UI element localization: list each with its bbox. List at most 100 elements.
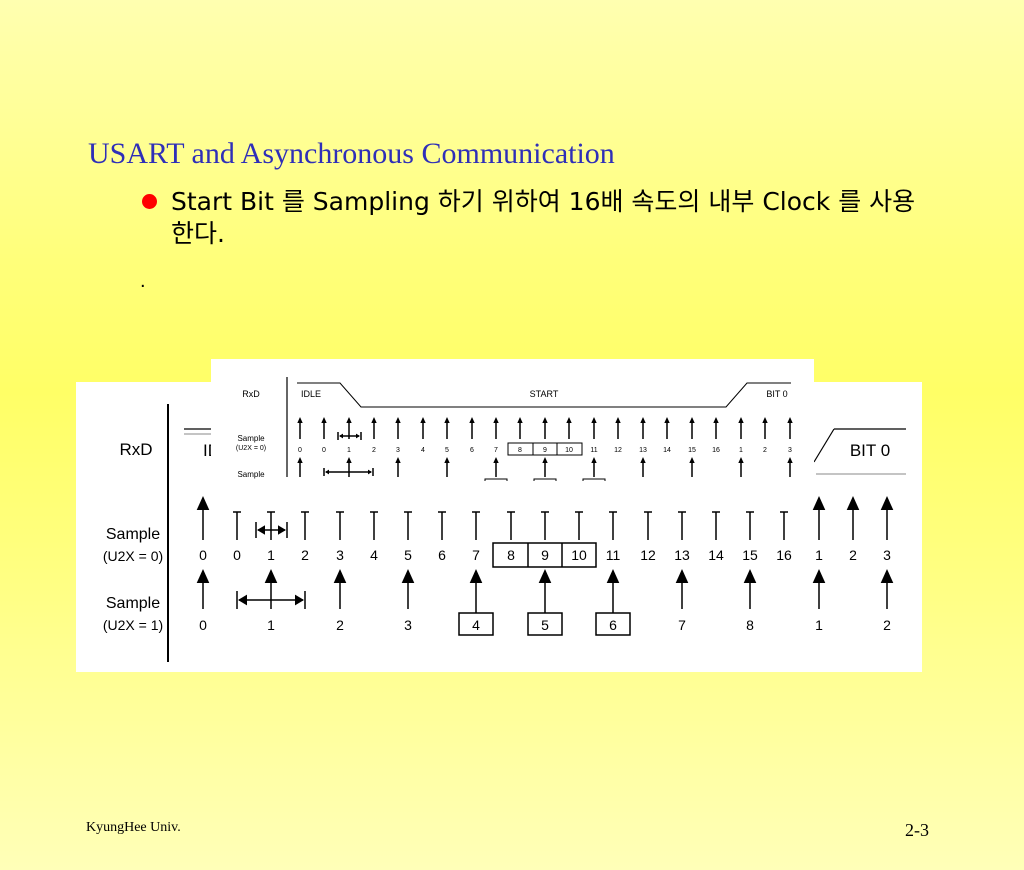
small-u2x1-box-5 — [533, 478, 557, 481]
u2x1-num-10: 2 — [883, 617, 891, 633]
small-u2x0-num-6: 5 — [445, 447, 449, 454]
small-u2x1-arrow-5-head — [542, 457, 548, 463]
u2x0-num-17: 16 — [776, 547, 792, 563]
small-u2x0-arrow-4-head — [395, 417, 401, 423]
small-u2x0-num-11: 10 — [565, 447, 573, 454]
u2x0-num-15: 14 — [708, 547, 724, 563]
small-u2x1-arrow-0-head — [297, 457, 303, 463]
slide-title: USART and Asynchronous Communication — [88, 137, 615, 170]
u2x0-num-13: 12 — [640, 547, 656, 563]
u2x1-interval-left-head — [238, 594, 247, 606]
u2x1-box-5 — [527, 612, 563, 636]
small-sample-u2x0-label: Sample — [237, 434, 265, 443]
u2x0-box-group — [492, 542, 597, 568]
small-u2x0-box-group — [507, 442, 583, 456]
small-u2x0-arrow-18-head — [738, 417, 744, 423]
small-idle-label: IDLE — [301, 389, 321, 399]
small-u2x0-arrow-16-head — [689, 417, 695, 423]
small-u2x1-box-6 — [582, 478, 606, 481]
rising-edge — [813, 428, 835, 463]
u2x1-num-2: 2 — [336, 617, 344, 633]
small-u2x0-arrow-17-head — [713, 417, 719, 423]
u2x0-num-19: 2 — [849, 547, 857, 563]
u2x0-num-10: 9 — [541, 547, 549, 563]
u2x1-num-6: 6 — [609, 617, 617, 633]
u2x0-num-20: 3 — [883, 547, 891, 563]
u2x1-interval-right-head — [295, 594, 304, 606]
bullet-dot-icon — [142, 194, 157, 209]
small-u2x0-arrow-14-head — [640, 417, 646, 423]
small-u2x1-arrow-9-head — [738, 457, 744, 463]
small-u2x0-arrow-12-head — [591, 417, 597, 423]
u2x1-arrow-0-head — [196, 569, 210, 583]
small-u2x1-interval-right-head — [368, 469, 372, 475]
small-u2x1-arrow-3-head — [444, 457, 450, 463]
u2x1-arrow-1-head — [264, 569, 278, 583]
small-u2x0-num-15: 14 — [663, 447, 671, 454]
small-u2x0-arrow-1-head — [321, 417, 327, 423]
u2x0-num-0: 0 — [199, 547, 207, 563]
u2x1-arrow-3-head — [401, 569, 415, 583]
u2x0-num-11: 10 — [571, 547, 587, 563]
small-u2x0-arrow-11-head — [566, 417, 572, 423]
small-sample-u2x0-sub: (U2X = 0) — [236, 445, 266, 452]
small-u2x0-arrow-8-head — [493, 417, 499, 423]
small-start-label: START — [530, 389, 559, 399]
u2x1-arrow-2-head — [333, 569, 347, 583]
u2x1-arrow-8-head — [743, 569, 757, 583]
u2x0-num-5: 4 — [370, 547, 378, 563]
small-u2x0-num-8: 7 — [494, 447, 498, 454]
u2x0-arrow-0-head — [196, 496, 210, 510]
small-waveform — [297, 382, 791, 408]
small-u2x0-num-5: 4 — [421, 447, 425, 454]
u2x0-num-1: 0 — [233, 547, 241, 563]
bit0-label: BIT 0 — [850, 441, 890, 460]
small-sample-u2x1-label: Sample — [237, 470, 265, 479]
u2x1-num-0: 0 — [199, 617, 207, 633]
small-u2x0-num-17: 16 — [712, 447, 720, 454]
small-u2x0-num-14: 13 — [639, 447, 647, 454]
small-bit0-label: BIT 0 — [766, 389, 787, 399]
u2x1-num-3: 3 — [404, 617, 412, 633]
small-u2x0-arrow-0-head — [297, 417, 303, 423]
small-u2x0-num-4: 3 — [396, 447, 400, 454]
u2x1-num-9: 1 — [815, 617, 823, 633]
u2x1-num-4: 4 — [472, 617, 480, 633]
small-u2x0-num-3: 2 — [372, 447, 376, 454]
small-u2x0-arrow-3-head — [371, 417, 377, 423]
u2x1-num-8: 8 — [746, 617, 754, 633]
u2x0-interval-right-head — [278, 525, 286, 535]
small-u2x0-num-18: 1 — [739, 447, 743, 454]
small-u2x0-interval-right-head — [356, 433, 360, 439]
small-u2x0-num-13: 12 — [614, 447, 622, 454]
small-u2x1-box-4 — [484, 478, 508, 481]
small-u2x0-arrow-15-head — [664, 417, 670, 423]
small-rxd-label: RxD — [242, 389, 260, 399]
small-u2x0-num-12: 11 — [590, 447, 597, 454]
small-u2x1-arrow-7-head — [640, 457, 646, 463]
small-u2x0-arrow-19-head — [762, 417, 768, 423]
small-u2x1-arrow-4-head — [493, 457, 499, 463]
small-u2x0-num-0: 0 — [298, 447, 302, 454]
small-u2x0-num-9: 8 — [518, 447, 522, 454]
small-u2x0-arrow-9-head — [517, 417, 523, 423]
small-u2x1-arrow-1-head — [346, 457, 352, 463]
bullet-text: Start Bit 를 Sampling 하기 위하여 16배 속도의 내부 C… — [171, 187, 916, 248]
u2x0-num-7: 6 — [438, 547, 446, 563]
u2x1-arrow-9-head — [812, 569, 826, 583]
sample-u2x0-label: Sample — [106, 526, 160, 543]
u2x1-num-7: 7 — [678, 617, 686, 633]
u2x1-box-6 — [595, 612, 631, 636]
small-u2x0-arrow-10-head — [542, 417, 548, 423]
u2x0-num-6: 5 — [404, 547, 412, 563]
small-u2x0-num-2: 1 — [347, 447, 351, 454]
u2x0-num-8: 7 — [472, 547, 480, 563]
small-u2x0-interval-left-head — [339, 433, 343, 439]
small-u2x1-arrow-6-head — [591, 457, 597, 463]
u2x1-num-5: 5 — [541, 617, 549, 633]
small-u2x0-arrow-5-head — [420, 417, 426, 423]
u2x0-num-9: 8 — [507, 547, 515, 563]
stray-dot: . — [140, 270, 146, 292]
